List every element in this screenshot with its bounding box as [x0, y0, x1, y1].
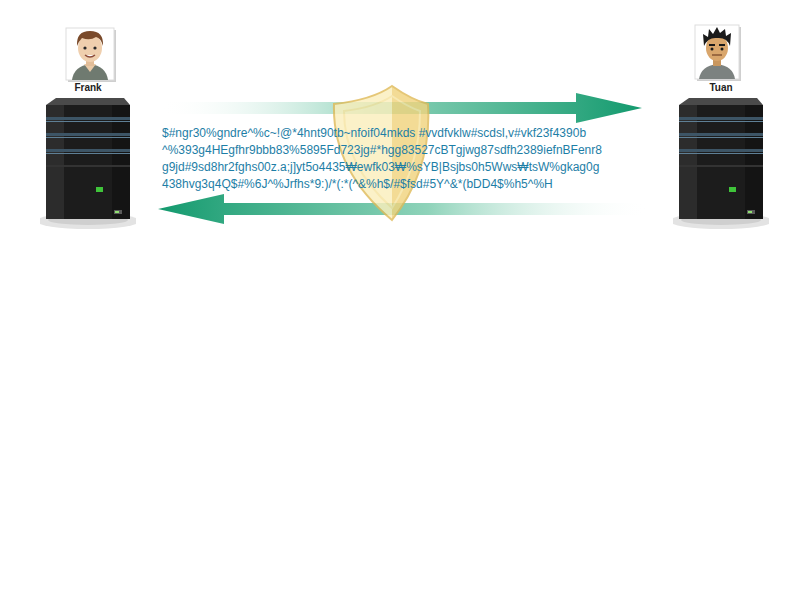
- ciphertext-line: ^%393g4HEgfhr9bbb83%5895Fd723jg#*hgg8352…: [162, 143, 602, 158]
- ciphertext-line: 438hvg3q4Q$#%6J^%Jrfhs*9:)/*(:*(^&%h$/#$…: [162, 177, 553, 192]
- server-icon: [40, 97, 136, 229]
- ciphertext-line: $#ngr30%gndre^%c~!@*4hnt90tb~nfoif04mkds…: [162, 126, 586, 141]
- server-name: Tuan: [673, 82, 769, 94]
- server-node: Frank: [40, 82, 136, 228]
- server-icon: [673, 97, 769, 229]
- server-node: Tuan: [673, 82, 769, 228]
- avatar-frank: [66, 28, 116, 82]
- ciphertext-line: g9jd#9sd8hr2fghs00z.a;j]yt5o4435₩ewfk03₩…: [162, 160, 599, 175]
- avatar-tuan: [695, 25, 741, 81]
- server-name: Frank: [40, 82, 136, 94]
